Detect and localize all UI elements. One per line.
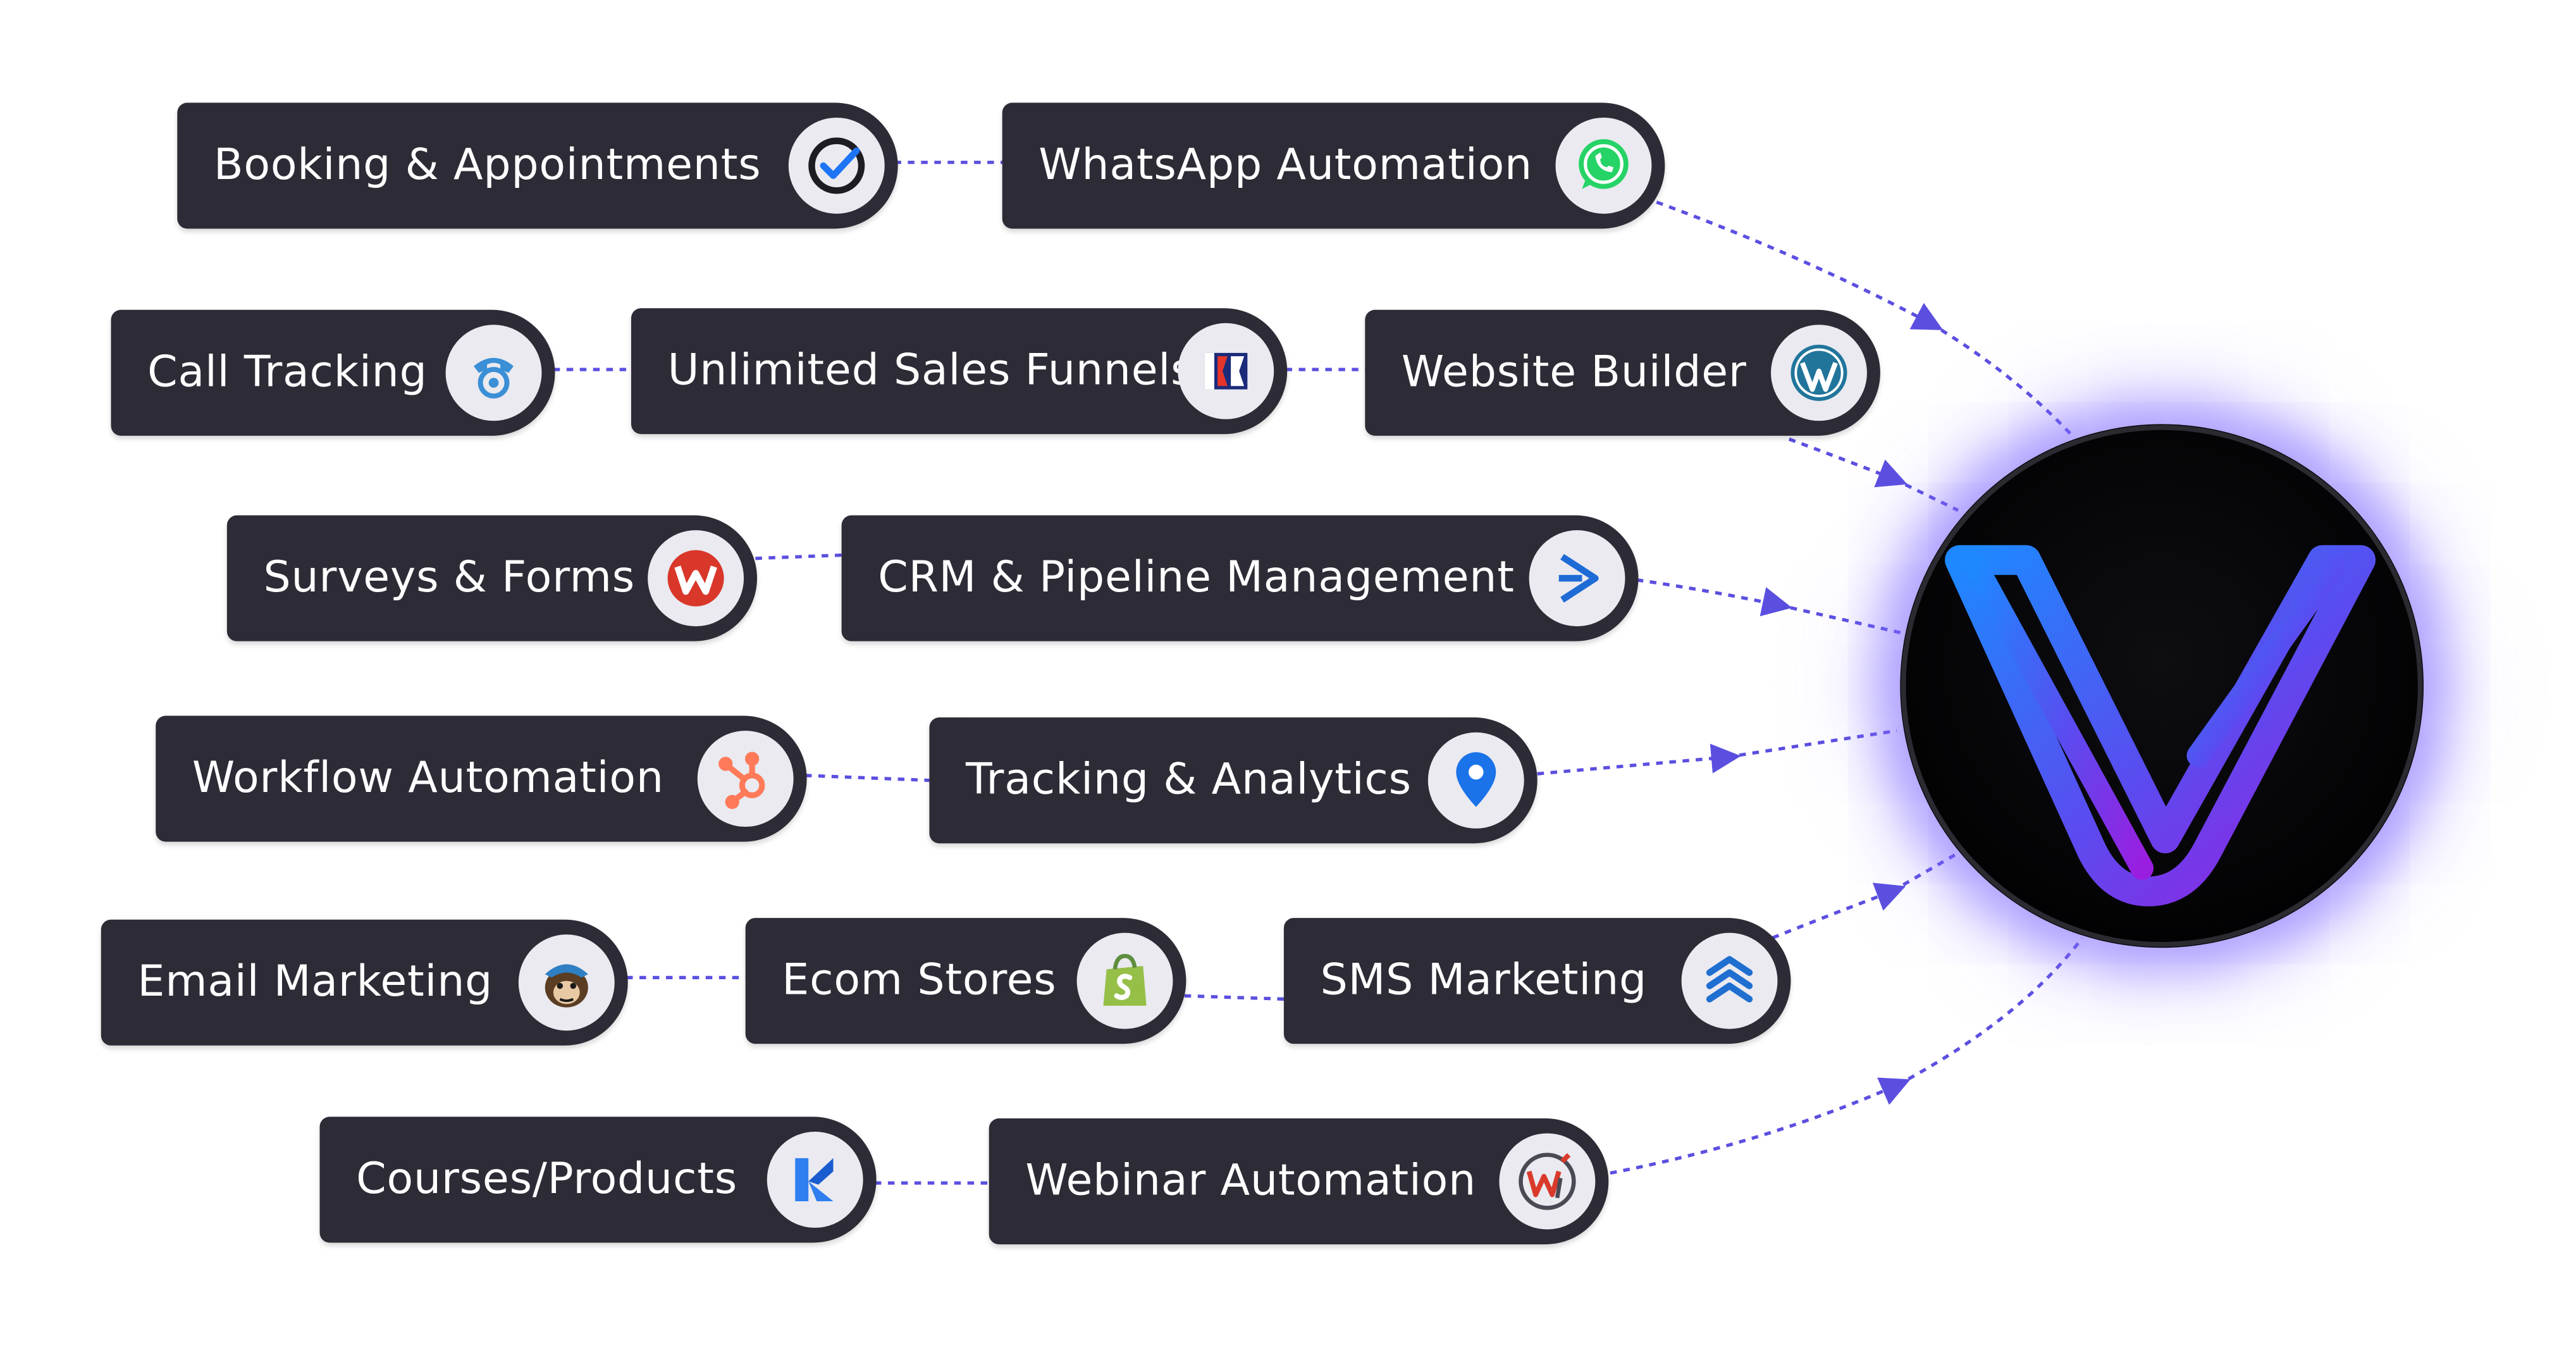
shopify-bag-icon xyxy=(1076,932,1173,1029)
feature-booking-appointments: Booking & Appointments xyxy=(177,102,898,229)
feature-label: Website Builder xyxy=(1401,348,1747,398)
funnel-flag-icon xyxy=(1178,323,1274,419)
webinar-w-icon xyxy=(1499,1133,1596,1230)
feature-website-builder: Website Builder xyxy=(1365,309,1880,436)
check-circle-icon xyxy=(788,117,885,214)
link-workflow-tracking xyxy=(804,774,932,782)
feature-label: Call Tracking xyxy=(147,348,428,398)
feature-crm-pipeline-management: CRM & Pipeline Management xyxy=(841,515,1639,641)
feature-label: Booking & Appointments xyxy=(213,140,761,191)
feature-ecom-stores: Ecom Stores xyxy=(745,918,1186,1044)
feature-label: Ecom Stores xyxy=(782,956,1057,1006)
link-ecom-sms xyxy=(1184,994,1286,1001)
feature-label: Workflow Automation xyxy=(192,753,664,804)
feature-label: Courses/Products xyxy=(356,1154,737,1205)
link-tracking-hub xyxy=(1537,743,1741,776)
whatsapp-icon xyxy=(1555,117,1652,214)
link-webinar-hub-tail xyxy=(1895,936,2084,1087)
wordpress-icon xyxy=(1771,325,1867,421)
feature-whatsapp-automation: WhatsApp Automation xyxy=(1002,102,1665,229)
hub-logo xyxy=(1900,424,2424,948)
chevron-arrow-icon xyxy=(1529,530,1625,627)
feature-workflow-automation: Workflow Automation xyxy=(156,715,807,842)
link-sms-hub xyxy=(1772,882,1906,939)
feature-webinar-automation: Webinar Automation xyxy=(989,1118,1609,1245)
feature-label: CRM & Pipeline Management xyxy=(878,553,1515,603)
hubspot-icon xyxy=(697,731,794,827)
link-crm-hub-tail xyxy=(1777,603,1902,635)
feature-call-tracking: Call Tracking xyxy=(111,309,555,436)
feature-label: Webinar Automation xyxy=(1025,1156,1477,1206)
feature-unlimited-sales-funnels: Unlimited Sales Funnels xyxy=(631,308,1288,435)
v-logo-icon xyxy=(1901,424,2423,947)
feature-label: WhatsApp Automation xyxy=(1038,140,1533,191)
feature-surveys-forms: Surveys & Forms xyxy=(226,515,758,641)
feature-label: Surveys & Forms xyxy=(263,553,636,603)
link-website-hub xyxy=(1788,437,1907,488)
feature-tracking-analytics: Tracking & Analytics xyxy=(929,717,1538,844)
feature-label: SMS Marketing xyxy=(1320,956,1648,1006)
w-form-icon xyxy=(648,530,744,627)
link-whatsapp-hub xyxy=(1656,201,1944,330)
feature-sms-marketing: SMS Marketing xyxy=(1283,918,1791,1044)
feature-label: Tracking & Analytics xyxy=(966,755,1412,805)
stacked-chevrons-icon xyxy=(1681,932,1778,1029)
link-tracking-hub-tail xyxy=(1725,729,1897,759)
feature-label: Unlimited Sales Funnels xyxy=(667,346,1194,397)
link-surveys-crm xyxy=(755,553,844,560)
feature-courses-products: Courses/Products xyxy=(319,1116,877,1243)
link-webinar-hub xyxy=(1610,1077,1911,1175)
kajabi-k-icon xyxy=(767,1131,863,1228)
link-crm-hub xyxy=(1636,578,1792,617)
phone-icon xyxy=(445,325,542,421)
feature-email-marketing: Email Marketing xyxy=(101,919,628,1046)
link-whatsapp-hub-tail xyxy=(1929,321,2073,436)
map-pin-icon xyxy=(1427,732,1524,829)
feature-label: Email Marketing xyxy=(137,957,493,1008)
mailchimp-icon xyxy=(518,934,615,1031)
